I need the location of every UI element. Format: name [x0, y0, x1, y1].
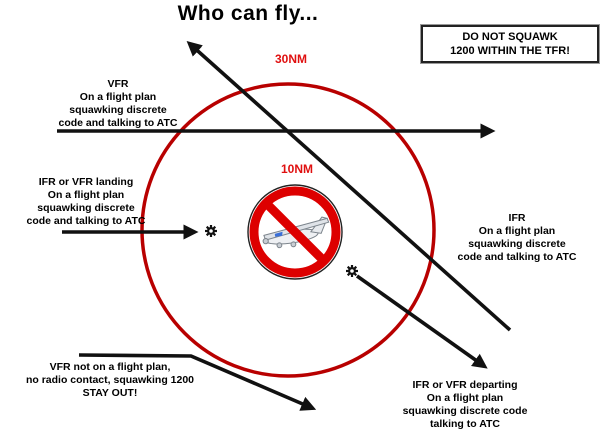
ring-label-30nm: 30NM: [274, 52, 307, 66]
warning-line-2: 1200 WITHIN THE TFR!: [450, 45, 570, 57]
warning-line-1: DO NOT SQUAWK: [462, 31, 558, 43]
gear-icon: [205, 225, 217, 237]
annotation-line: On a flight plan: [478, 225, 556, 237]
page-title: Who can fly...: [177, 2, 319, 25]
prohibition-slash: [262, 199, 328, 265]
annotation-vfr-through: VFR On a flight plan squawking discrete …: [30, 78, 206, 130]
gear-icon: [346, 265, 358, 277]
prohibition-ring: [249, 186, 341, 278]
annotation-line: VFR: [107, 78, 129, 90]
annotation-line: IFR or VFR landing: [38, 176, 134, 188]
annotation-line: IFR: [508, 212, 526, 224]
annotation-line: VFR not on a flight plan,: [49, 361, 171, 373]
annotation-line: no radio contact, squawking 1200: [25, 374, 195, 386]
ifr-through-arrow: [186, 40, 512, 332]
annotation-line: squawking discrete code: [402, 405, 528, 417]
annotation-line: code and talking to ATC: [457, 251, 577, 263]
ring-label-10nm: 10NM: [280, 162, 313, 176]
stay-out-deflected-arrow: [78, 353, 317, 411]
annotation-line: On a flight plan: [79, 91, 157, 103]
annotation-line: On a flight plan: [426, 392, 504, 404]
tfr-30nm-ring: [140, 82, 436, 378]
annotation-line: squawking discrete: [69, 104, 167, 116]
annotation-line: talking to ATC: [430, 418, 500, 430]
annotation-line: squawking discrete: [37, 202, 135, 214]
annotation-line: code and talking to ATC: [26, 215, 146, 227]
annotation-line: On a flight plan: [47, 189, 125, 201]
annotation-line: squawking discrete: [468, 238, 566, 250]
squawk-warning-box: DO NOT SQUAWK 1200 WITHIN THE TFR!: [420, 24, 600, 64]
annotation-line: IFR or VFR departing: [412, 379, 518, 391]
annotation-line: STAY OUT!: [82, 387, 138, 399]
annotation-line: code and talking to ATC: [58, 117, 178, 129]
annotation-ifr-vfr-landing: IFR or VFR landing On a flight plan squa…: [0, 176, 172, 228]
departing-arrow: [355, 274, 488, 369]
annotation-ifr-vfr-departing: IFR or VFR departing On a flight plan sq…: [375, 379, 555, 431]
annotation-vfr-stay-out: VFR not on a flight plan, no radio conta…: [15, 361, 205, 400]
annotation-ifr-through: IFR On a flight plan squawking discrete …: [432, 212, 600, 264]
no-fly-zone-sign: [247, 184, 343, 280]
